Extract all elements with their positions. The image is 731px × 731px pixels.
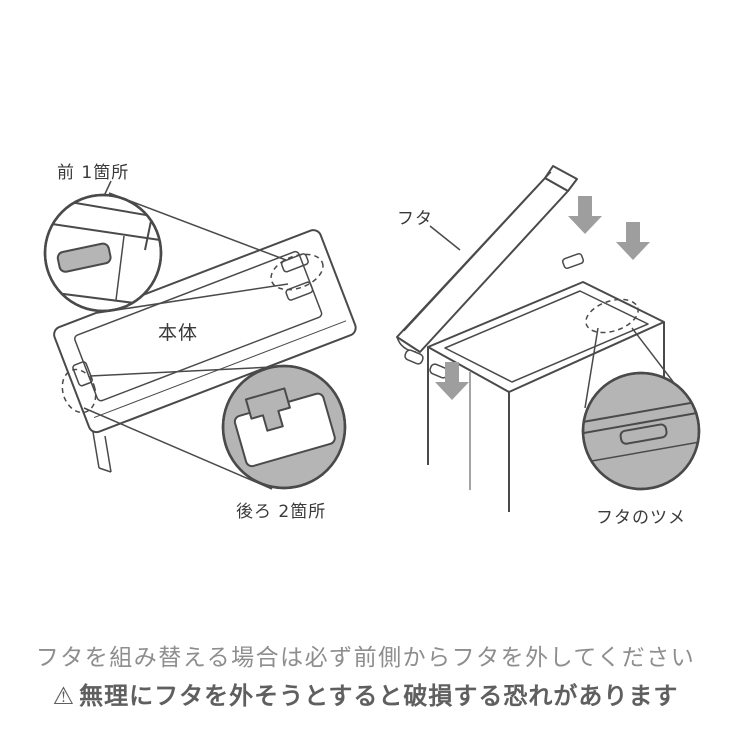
- caption-line2: ⚠無理にフタを外そうとすると破損する恐れがあります: [0, 676, 731, 711]
- back-clip-callout-circle: [221, 364, 347, 490]
- caption-line2-text: 無理にフタを外そうとすると破損する恐れがあります: [79, 682, 679, 710]
- lid-tab-dashed-circle: [585, 298, 639, 334]
- container-drawing: [427, 252, 665, 512]
- down-arrow-icon: [568, 196, 602, 234]
- label-front-clip: 前 1箇所: [57, 163, 130, 183]
- label-back-clips: 後ろ 2箇所: [236, 502, 327, 522]
- lid-open-drawing: [396, 165, 578, 379]
- back-clip-dashed-circle: [61, 368, 97, 414]
- front-clip-dashed-circle: [270, 253, 324, 291]
- lid-frame-drawing: [53, 229, 357, 473]
- down-arrow-icon: [616, 222, 650, 260]
- front-clip-callout-circle: [43, 193, 163, 313]
- warning-icon: ⚠: [52, 682, 76, 710]
- callout-cone-lines-left: [83, 192, 294, 490]
- label-lid: フタ: [397, 209, 433, 229]
- label-connector-lines: [103, 180, 461, 251]
- caption-line1: フタを組み替える場合は必ず前側からフタを外してください: [35, 645, 696, 671]
- label-lid-tab: フタのツメ: [596, 508, 686, 528]
- lid-tab-callout-circle: [581, 371, 701, 491]
- label-body: 本体: [158, 322, 199, 344]
- press-down-arrows: [435, 196, 650, 400]
- down-arrow-icon: [435, 362, 469, 400]
